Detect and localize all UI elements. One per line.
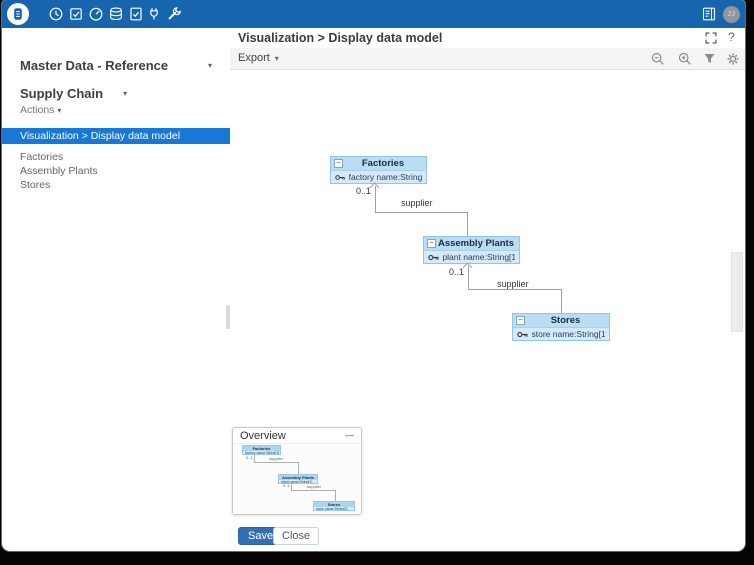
- relation-label: supplier: [401, 198, 433, 208]
- sidebar-item-stores[interactable]: Stores: [20, 179, 51, 191]
- dataset-selector[interactable]: Supply Chain ▾: [20, 84, 127, 102]
- settings-gear-icon[interactable]: [726, 52, 740, 66]
- mini-connector: [335, 490, 336, 501]
- collapse-icon[interactable]: −: [516, 316, 525, 325]
- tools-wrench-icon[interactable]: [166, 6, 182, 22]
- primary-key-icon: [428, 254, 439, 260]
- mini-connector: [298, 462, 299, 474]
- mini-cardinality-label: 0..1: [283, 483, 290, 488]
- collapse-icon[interactable]: −: [334, 159, 343, 168]
- mini-entity-stores: Stores store name:String[1]: [313, 501, 355, 511]
- sidebar-collapse-handle[interactable]: [226, 305, 231, 329]
- entity-assembly-plants[interactable]: − Assembly Plants plant name:String[1]: [423, 236, 520, 264]
- page-title: Visualization > Display data model: [238, 31, 443, 45]
- dataspace-selector[interactable]: Master Data - Reference ▾: [20, 56, 212, 74]
- mini-entity-attribute: plant name:String[1]: [279, 480, 317, 483]
- entity-title: Assembly Plants: [437, 238, 515, 249]
- clock-icon[interactable]: [48, 6, 64, 22]
- chevron-down-icon: ▾: [274, 54, 279, 63]
- relation-label: supplier: [497, 279, 529, 289]
- fullscreen-icon[interactable]: [705, 32, 717, 44]
- mini-relation-label: supplier: [269, 456, 284, 461]
- collapse-icon[interactable]: −: [427, 239, 436, 248]
- mini-cardinality-label: 0..1: [246, 455, 253, 460]
- zoom-in-icon[interactable]: [678, 52, 692, 66]
- mini-relation-label: supplier: [307, 484, 322, 489]
- mini-entity-attribute: factory name:String[1]: [243, 451, 280, 455]
- connector-line: [468, 266, 469, 289]
- connector-line: [467, 212, 468, 236]
- workspace-header: Visualization > Display data model ?: [230, 28, 745, 48]
- mini-connector: [291, 490, 335, 491]
- right-panel-collapse-handle[interactable]: [731, 252, 743, 332]
- top-navigation-bar: JJ: [2, 0, 745, 28]
- connector-line: [561, 289, 562, 313]
- close-button[interactable]: Close: [273, 527, 320, 545]
- mini-entity-title: Stores: [314, 502, 354, 507]
- sidebar-item-assembly-plants[interactable]: Assembly Plants: [20, 165, 98, 177]
- mini-entity-title: Assembly Plants: [279, 475, 317, 480]
- app-logo-icon[interactable]: [7, 3, 29, 25]
- sidebar-item-visualization-selected[interactable]: Visualization > Display data model: [2, 128, 230, 144]
- entity-attribute: plant name:String[1]: [442, 252, 515, 262]
- app-window: JJ Master Data - Reference ▾ Supply Chai…: [2, 0, 745, 551]
- entity-factories[interactable]: − Factories factory name:String[1]: [330, 156, 427, 184]
- actions-menu[interactable]: Actions ▾: [20, 104, 61, 116]
- diagram-canvas[interactable]: − Factories factory name:String[1] − Ass…: [230, 70, 745, 551]
- connector-line: [468, 289, 561, 290]
- mini-entity-title: Factories: [243, 446, 280, 451]
- mini-connector: [254, 462, 298, 463]
- connector-line: [375, 212, 468, 213]
- diagram-toolbar: Export ▾: [230, 48, 745, 70]
- integration-plug-icon[interactable]: [146, 6, 162, 22]
- cardinality-label: 0..1: [448, 267, 464, 277]
- chevron-down-icon: ▾: [207, 60, 212, 70]
- connector-line: [375, 186, 376, 212]
- mini-connector: [254, 455, 255, 462]
- tasks-checkbox-icon[interactable]: [68, 6, 84, 22]
- overview-minimap[interactable]: Factories factory name:String[1] 0..1 su…: [233, 444, 361, 514]
- export-label: Export: [238, 52, 270, 64]
- actions-label: Actions: [20, 104, 55, 116]
- database-icon[interactable]: [108, 6, 124, 22]
- minimize-icon[interactable]: —: [345, 430, 354, 440]
- sidebar-item-factories[interactable]: Factories: [20, 151, 64, 163]
- user-avatar[interactable]: JJ: [723, 6, 740, 23]
- save-button[interactable]: Save: [238, 527, 284, 545]
- overview-panel[interactable]: Overview — Factories factory name:String…: [232, 427, 362, 515]
- sidebar: Master Data - Reference ▾ Supply Chain ▾…: [2, 28, 231, 551]
- mini-connector: [291, 484, 292, 490]
- entity-stores[interactable]: − Stores store name:String[1]: [512, 313, 610, 341]
- dashboard-gauge-icon[interactable]: [88, 6, 104, 22]
- dataset-label: Supply Chain: [20, 85, 104, 101]
- help-icon[interactable]: ?: [728, 30, 735, 44]
- entity-attribute: factory name:String[1]: [348, 172, 422, 182]
- mini-entity-attribute: store name:String[1]: [314, 507, 354, 510]
- overview-header: Overview —: [233, 428, 361, 444]
- chevron-down-icon: ▾: [123, 88, 128, 98]
- entity-title: Stores: [550, 315, 581, 326]
- validation-document-icon[interactable]: [128, 6, 144, 22]
- primary-key-icon: [335, 174, 345, 180]
- entity-attribute: store name:String[1]: [531, 329, 605, 339]
- chevron-down-icon: ▾: [57, 106, 62, 115]
- entity-title: Factories: [361, 158, 405, 169]
- mini-entity-factories: Factories factory name:String[1]: [242, 445, 281, 455]
- filter-icon[interactable]: [703, 52, 717, 66]
- dataspace-label: Master Data - Reference: [20, 57, 169, 73]
- overview-title: Overview: [240, 429, 286, 442]
- report-panel-icon[interactable]: [701, 6, 717, 22]
- zoom-out-icon[interactable]: [651, 52, 665, 66]
- export-button[interactable]: Export ▾: [238, 52, 279, 64]
- primary-key-icon: [517, 331, 528, 337]
- cardinality-label: 0..1: [355, 186, 371, 196]
- mini-entity-assembly-plants: Assembly Plants plant name:String[1]: [278, 474, 318, 484]
